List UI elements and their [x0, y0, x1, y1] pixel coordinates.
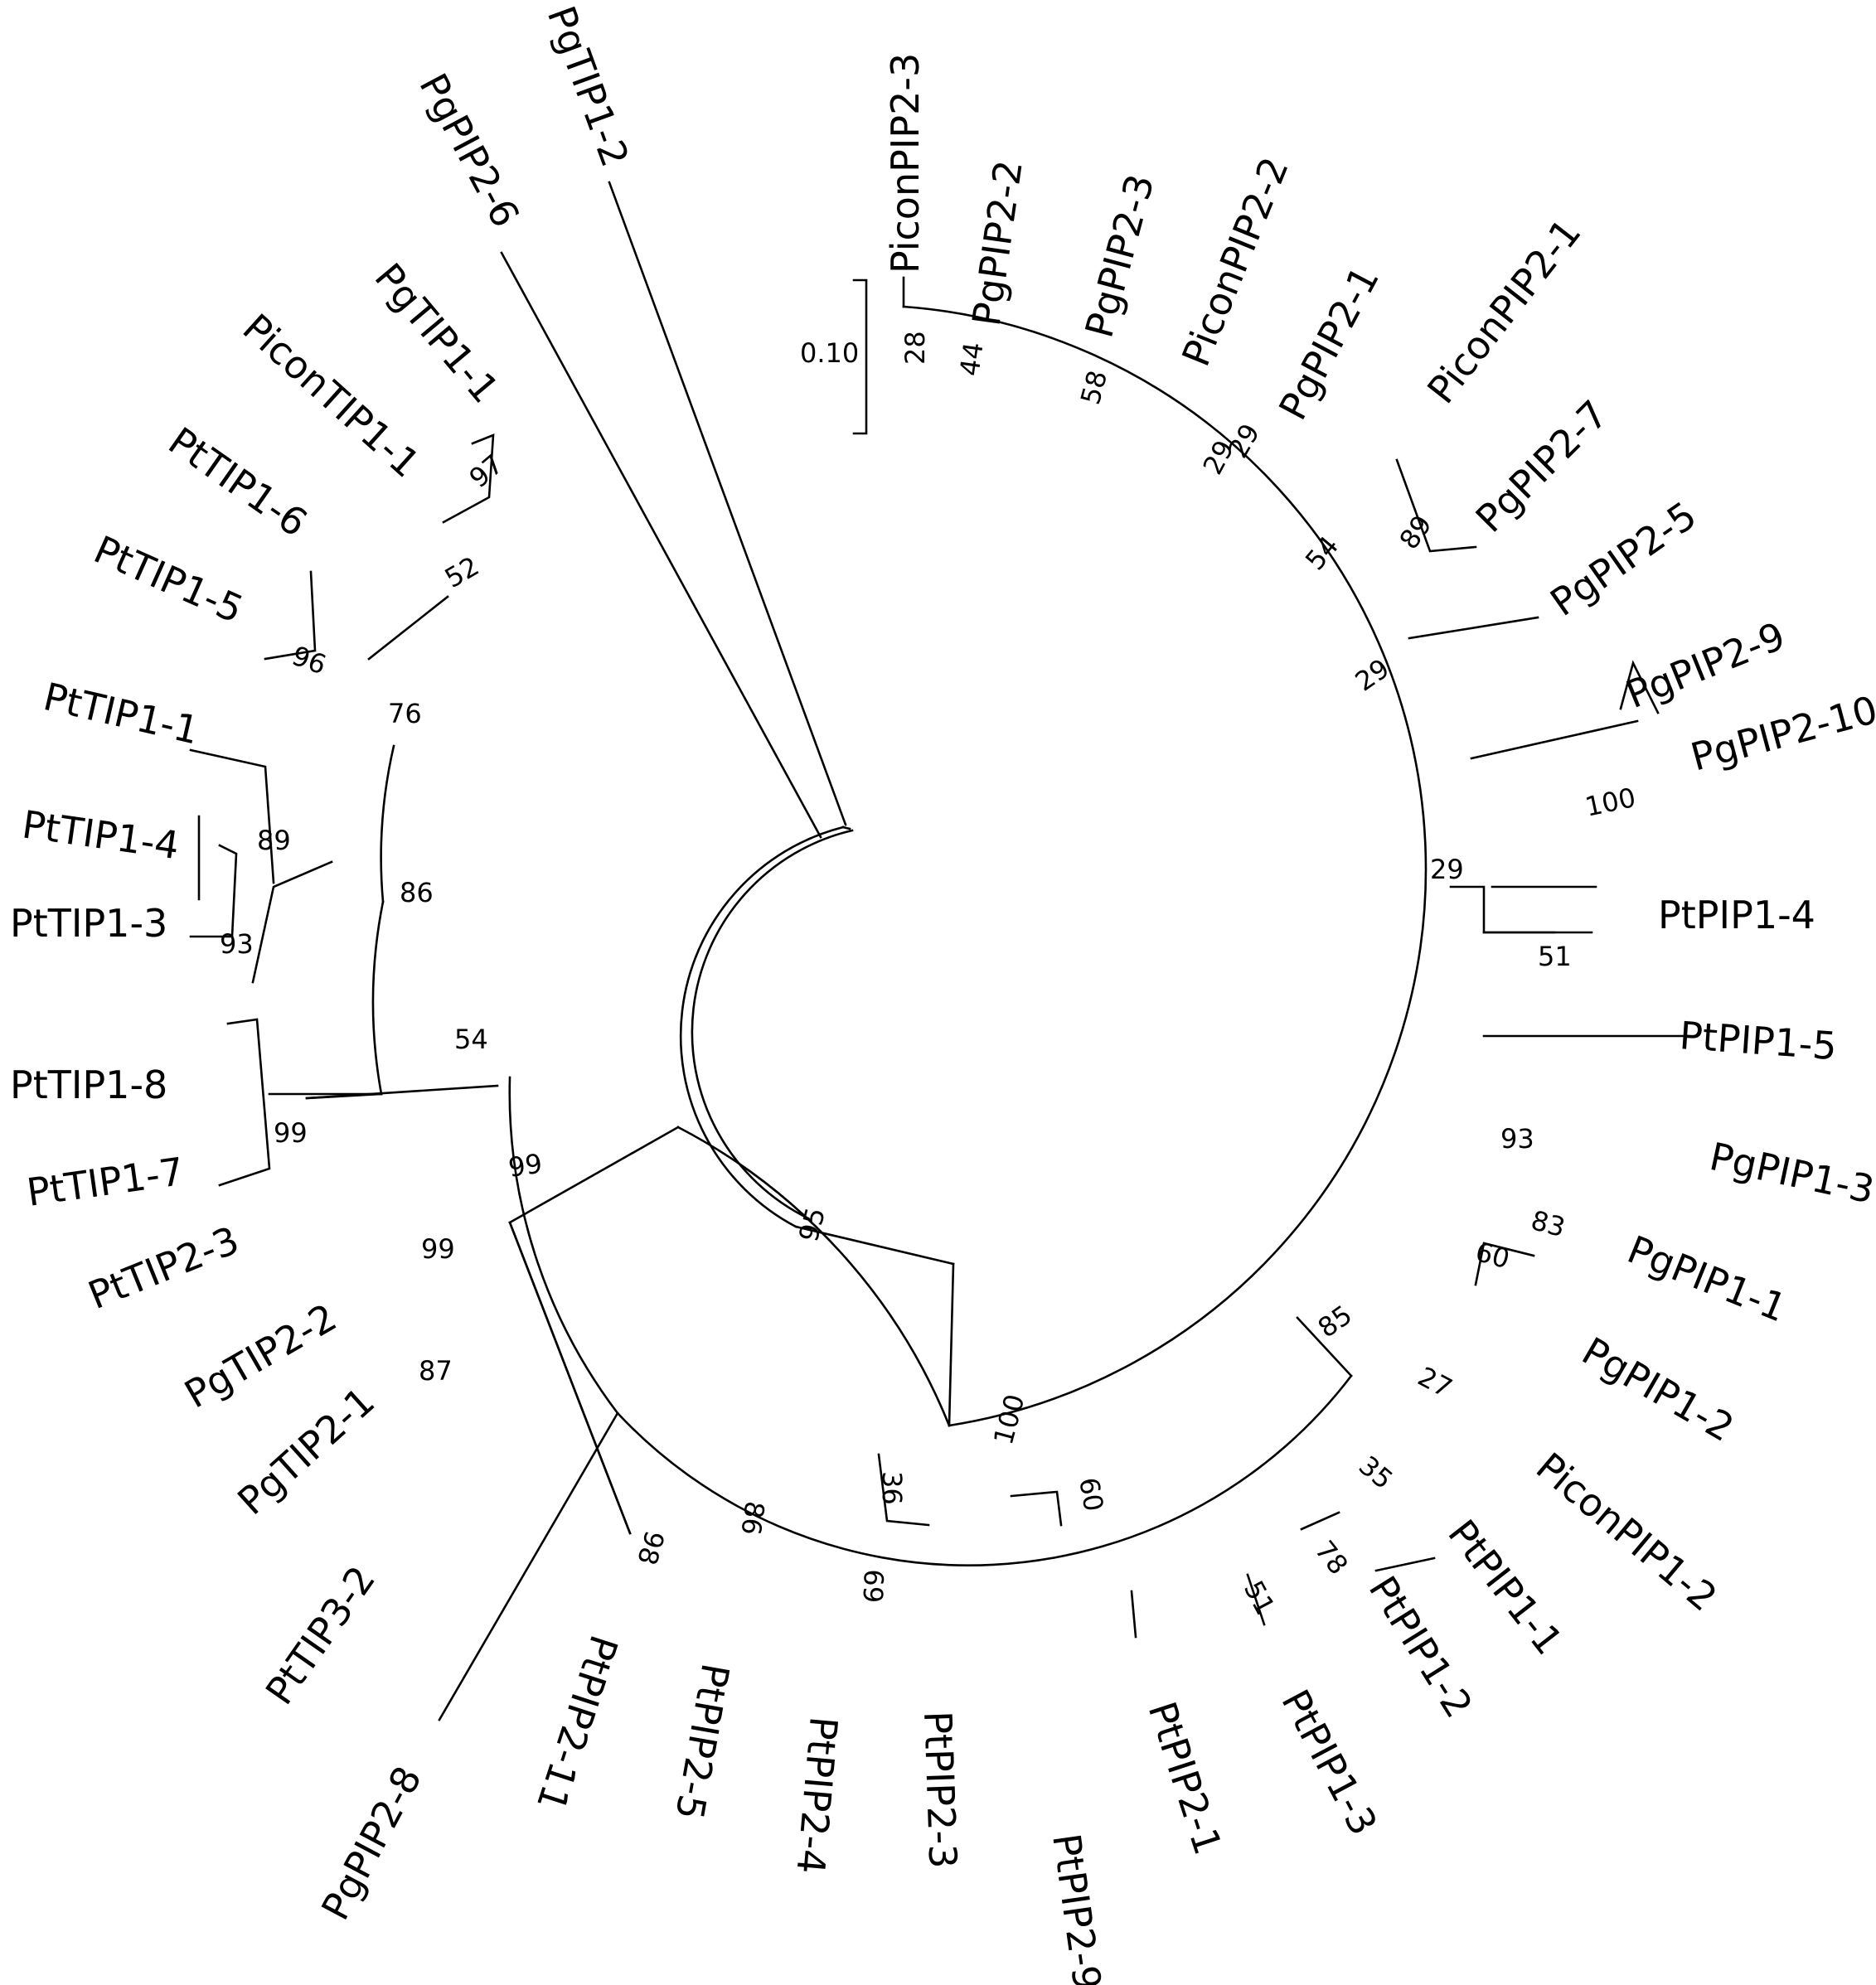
scale-bar: 0.10: [800, 278, 868, 435]
bootstrap-label: 99: [507, 1148, 545, 1184]
bootstrap-label: 93: [220, 928, 254, 960]
leaf-label: PtPIP1-3: [1272, 1682, 1386, 1842]
bootstrap-label: 35: [1353, 1450, 1399, 1495]
leaf-label: PtTIP1-4: [19, 801, 182, 868]
leaf-label: PtPIP2-1: [1140, 1697, 1231, 1860]
leaf-label: PiconPIP2-2: [1173, 151, 1297, 372]
bootstrap-label: 58: [1074, 367, 1113, 408]
bootstrap-label: 54: [454, 1024, 488, 1055]
leaf-label: PgPIP2-7: [1467, 391, 1617, 540]
leaf-label: PiconPIP1-2: [1528, 1444, 1726, 1620]
leaf-label: PgTIP1-2: [539, 0, 638, 172]
bootstrap-label: 69: [857, 1569, 890, 1604]
leaf-label: PgTIP2-2: [177, 1295, 344, 1417]
bootstrap-label: 99: [421, 1233, 455, 1265]
leaf-label: PgPIP1-1: [1622, 1227, 1793, 1330]
bootstrap-label: 99: [274, 1117, 308, 1149]
leaf-label: PtPIP2-9: [1044, 1831, 1110, 1985]
bootstrap-label: 36: [876, 1471, 908, 1505]
leaf-label: PtPIP1-4: [1658, 893, 1815, 937]
bootstrap-label: 86: [734, 1499, 770, 1537]
leaf-label: PtPIP1-1: [1439, 1512, 1571, 1663]
leaf-label: PiconPIP2-3: [883, 53, 928, 274]
leaf-label: PtTIP1-6: [161, 419, 316, 545]
bootstrap-label: 76: [388, 698, 422, 729]
leaf-label: PtPIP1-2: [1360, 1568, 1481, 1726]
leaf-label: PgPIP2-10: [1686, 687, 1876, 780]
branches: [189, 181, 1685, 1721]
leaf-label: PgPIP2-6: [410, 66, 528, 235]
bootstrap-label: 54: [1299, 530, 1345, 577]
bootstrap-label: 93: [1500, 1123, 1534, 1155]
leaf-label: PiconTIP1-1: [235, 305, 429, 487]
leaf-label: PgPIP2-5: [1542, 492, 1704, 625]
bootstrap-label: 28: [899, 331, 931, 365]
bootstrap-label: 96: [288, 640, 330, 681]
leaf-labels: PgTIP1-2 PgPIP2-6 PiconPIP2-3 PgPIP2-2 P…: [10, 0, 1876, 1985]
bootstrap-label: 60: [1073, 1475, 1109, 1514]
leaf-label: PtPIP1-5: [1678, 1013, 1838, 1068]
leaf-label: PgPIP2-2: [963, 157, 1030, 329]
bootstrap-label: 85: [1312, 1299, 1358, 1344]
leaf-label: PgTIP1-1: [366, 254, 508, 411]
leaf-label: PgPIP2-8: [313, 1759, 430, 1927]
bootstrap-label: 29: [1350, 652, 1395, 697]
bootstrap-label: 51: [1538, 941, 1572, 972]
bootstrap-label: 51: [1238, 1576, 1282, 1620]
leaf-label: PgPIP2-1: [1270, 259, 1388, 427]
leaf-label: PgPIP2-9: [1620, 613, 1791, 717]
bootstrap-labels: 28 44 58 29 29 89 54 29 100 29 51 93 83 …: [220, 331, 1638, 1619]
bootstrap-label: 89: [1393, 509, 1437, 554]
leaf-label: PtTIP1-1: [40, 674, 204, 753]
leaf-label: PtTIP1-3: [10, 901, 167, 946]
bootstrap-label: 89: [257, 825, 291, 856]
bootstrap-label: 44: [953, 341, 989, 379]
leaf-label: PgPIP1-2: [1575, 1329, 1742, 1450]
bootstrap-label: 27: [1413, 1361, 1457, 1405]
leaf-label: PgTIP2-1: [229, 1378, 383, 1523]
bootstrap-label: 87: [419, 1355, 453, 1387]
bootstrap-label: 78: [1309, 1535, 1355, 1581]
bootstrap-label: 52: [439, 550, 484, 594]
leaf-label: PgPIP1-3: [1706, 1134, 1876, 1213]
leaf-label: PtTIP1-8: [10, 1063, 167, 1107]
bootstrap-label: 83: [1528, 1204, 1568, 1243]
bootstrap-label: 29: [1430, 854, 1464, 885]
scale-bar-label: 0.10: [800, 337, 859, 369]
bootstrap-label: 98: [631, 1527, 671, 1569]
leaf-label: PtPIP2-11: [528, 1630, 627, 1817]
bootstrap-label: 86: [400, 877, 434, 908]
bootstrap-label: 97: [463, 448, 510, 494]
leaf-label: PtTIP1-7: [24, 1149, 187, 1215]
leaf-label: PiconPIP2-1: [1418, 211, 1589, 412]
bootstrap-label: 100: [1583, 782, 1639, 823]
leaf-label: PgPIP2-3: [1076, 170, 1162, 342]
leaf-label: PtPIP2-4: [788, 1715, 846, 1876]
leaf-label: PtTIP2-3: [82, 1218, 245, 1318]
leaf-label: PtTIP3-2: [257, 1557, 384, 1712]
leaf-label: PtTIP1-5: [88, 527, 250, 632]
leaf-label: PtPIP2-3: [915, 1710, 966, 1869]
bootstrap-label: 100: [987, 1391, 1031, 1448]
leaf-label: PtPIP2-5: [667, 1660, 738, 1823]
